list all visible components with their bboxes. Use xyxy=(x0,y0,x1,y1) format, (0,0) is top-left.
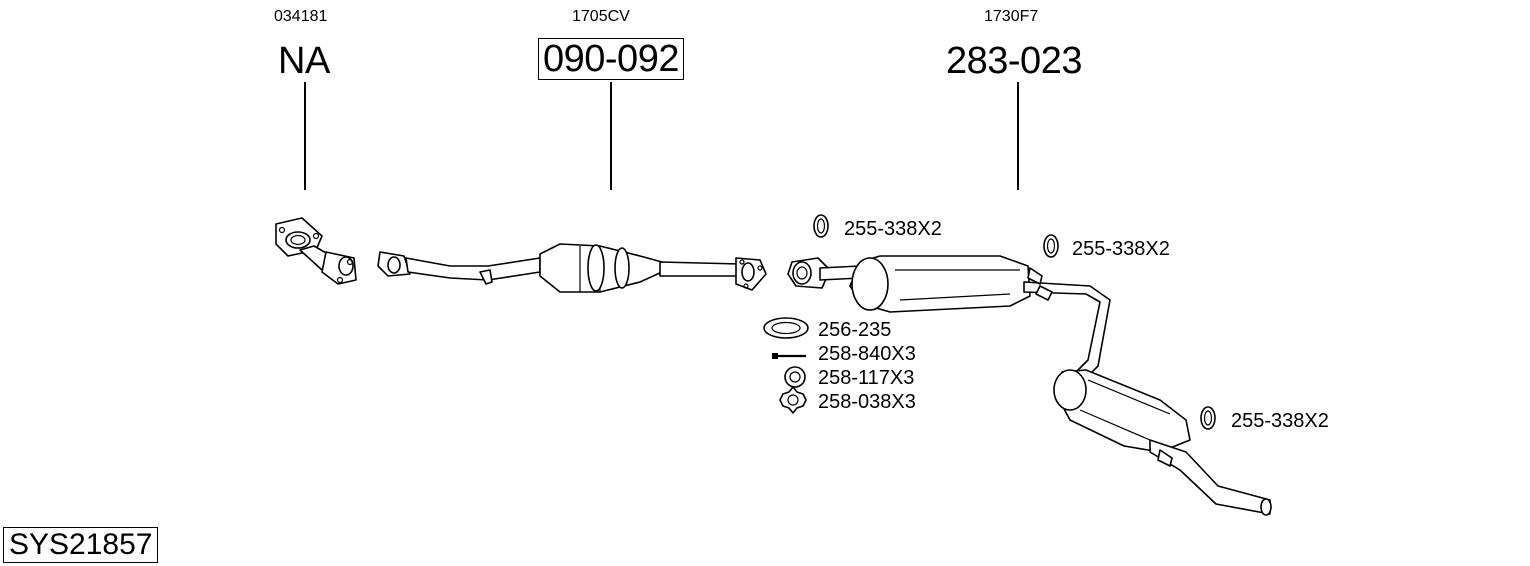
accessory-label-washer: 258-117X3 xyxy=(818,367,915,389)
silencer-drawing xyxy=(787,255,1272,516)
section-part-front-pipe: NA xyxy=(278,40,330,82)
gasket-icon-1 xyxy=(813,214,829,238)
washer-icon xyxy=(784,366,806,388)
bolt-icon xyxy=(772,353,806,359)
accessory-label-ring-gasket: 256-235 xyxy=(818,319,892,341)
leader-line-front-pipe xyxy=(304,82,306,190)
accessory-label-bolt: 258-840X3 xyxy=(818,343,916,365)
accessory-label-gasket-1: 255-338X2 xyxy=(844,218,942,240)
section-ref-front-pipe: 034181 xyxy=(274,8,328,25)
accessory-label-gasket-3: 255-338X2 xyxy=(1231,410,1329,432)
section-part-silencer: 283-023 xyxy=(946,40,1082,82)
catalytic-converter-drawing xyxy=(377,243,767,293)
section-part-catalyst: 090-092 xyxy=(538,38,684,80)
accessory-label-gasket-2: 255-338X2 xyxy=(1072,238,1170,260)
leader-line-silencer xyxy=(1017,82,1019,190)
section-ref-silencer: 1730F7 xyxy=(984,8,1039,25)
leader-line-catalyst xyxy=(610,82,612,190)
accessory-label-nut: 258-038X3 xyxy=(818,391,916,413)
system-code: SYS21857 xyxy=(3,527,159,563)
ring-gasket-icon xyxy=(763,317,809,339)
gasket-icon-2 xyxy=(1043,234,1059,258)
nut-icon xyxy=(779,386,807,414)
gasket-icon-3 xyxy=(1200,406,1216,430)
section-ref-catalyst: 1705CV xyxy=(572,8,630,25)
front-pipe-drawing xyxy=(275,217,357,285)
